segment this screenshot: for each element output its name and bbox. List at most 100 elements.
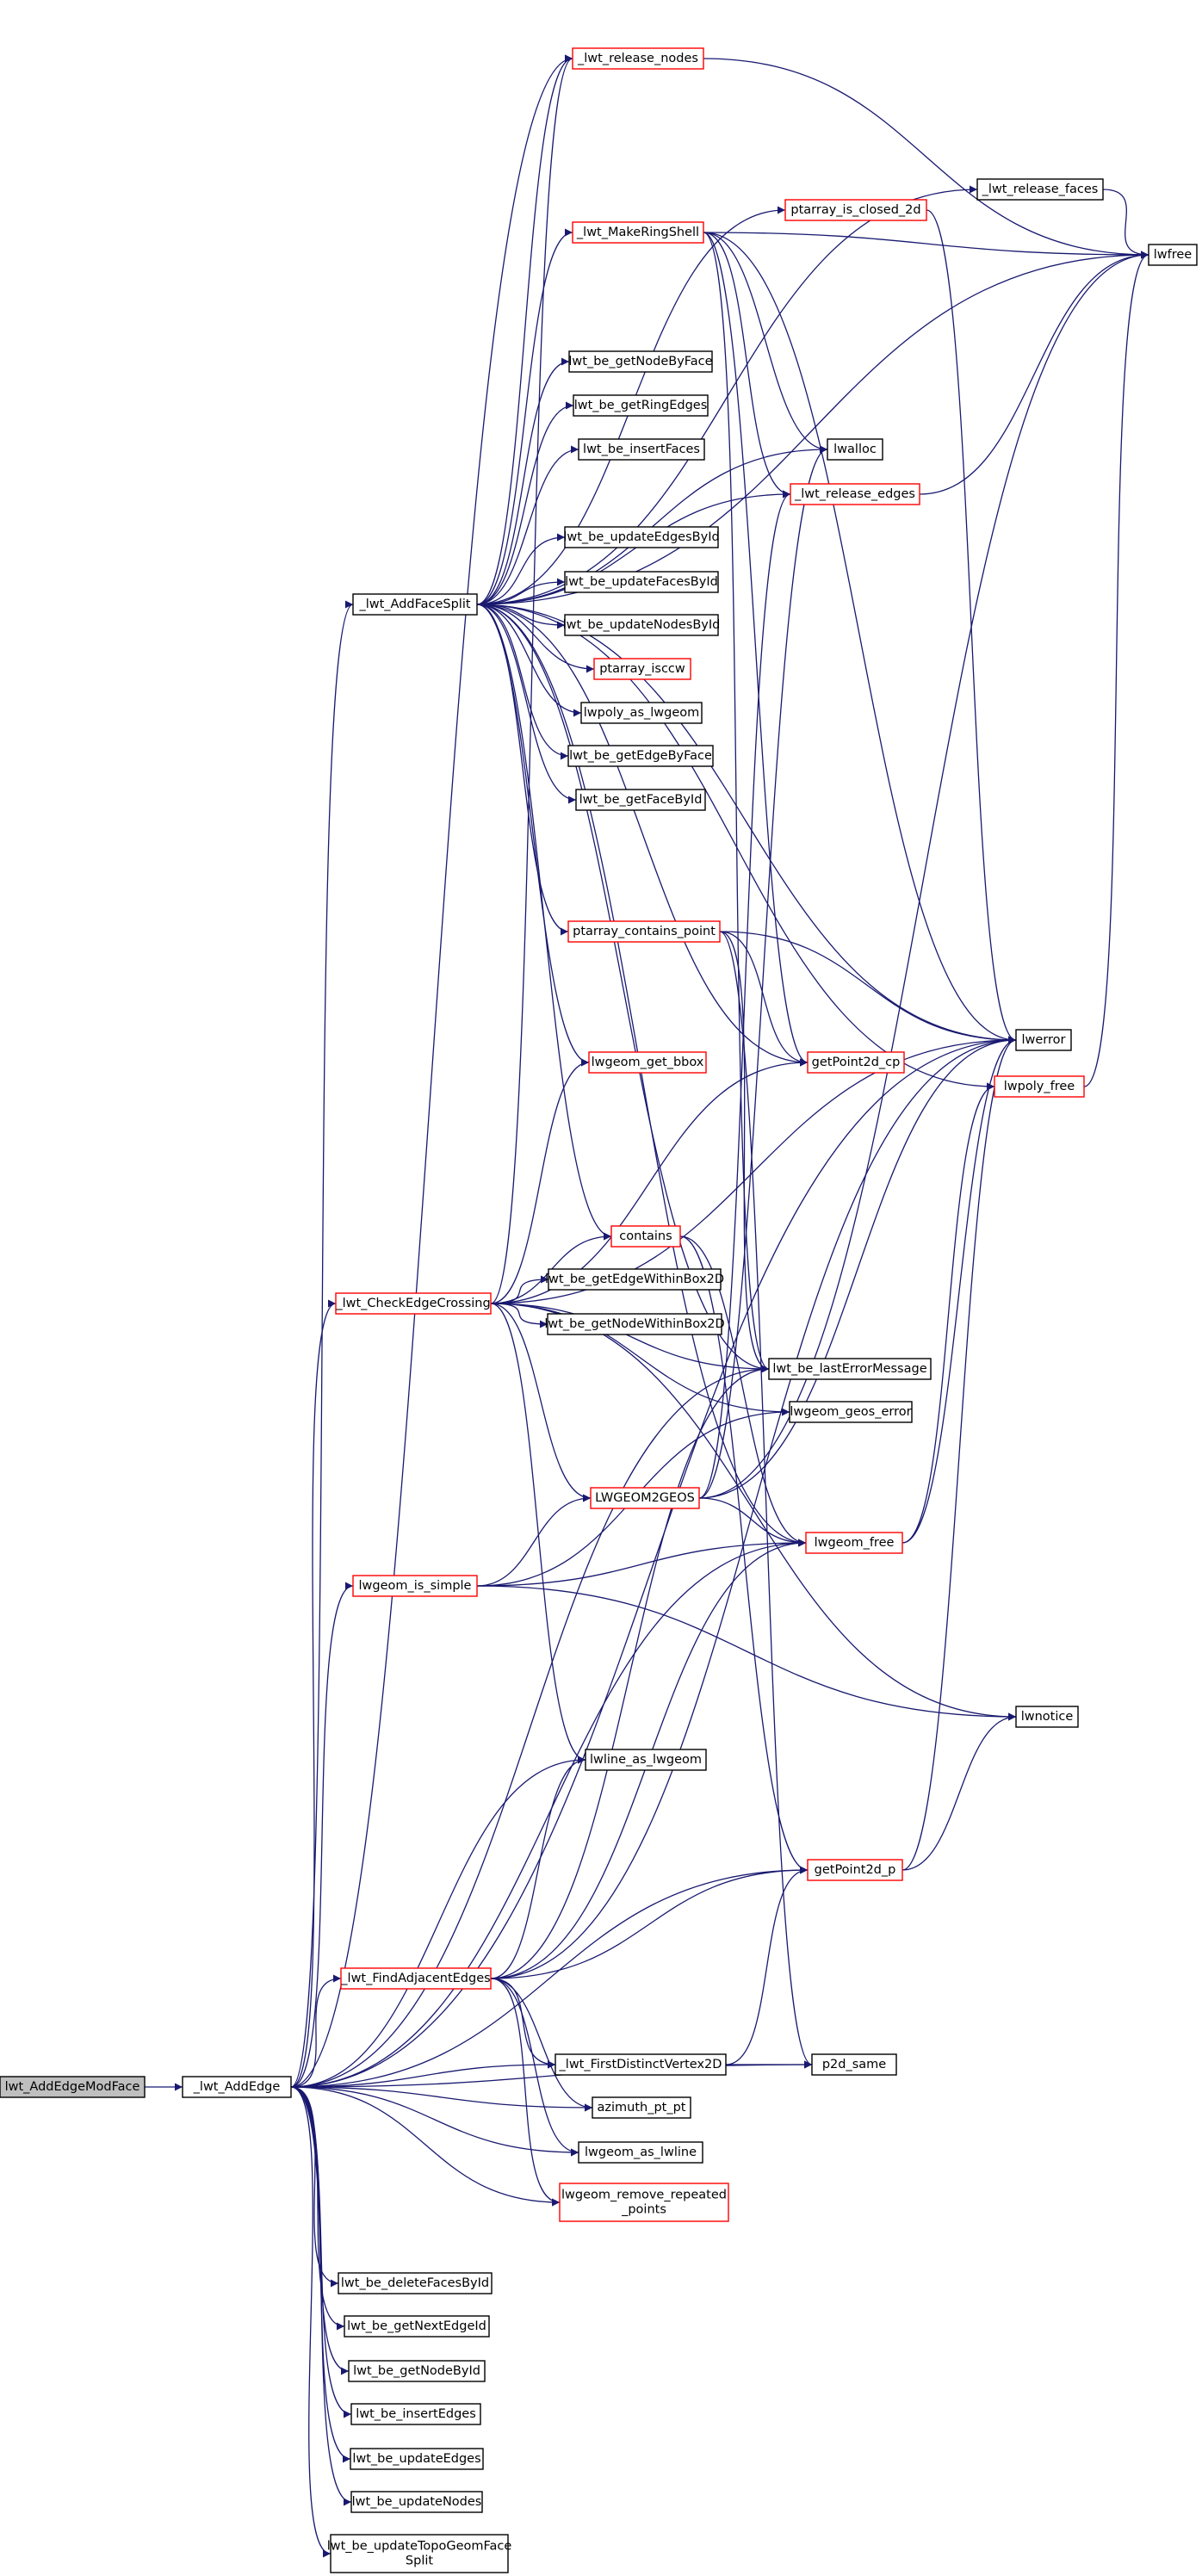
node-lwt-find-adjacent-edges[interactable]: _lwt_FindAdjacentEdges bbox=[340, 1967, 492, 1990]
node-ptarray-contains-point[interactable]: ptarray_contains_point bbox=[567, 920, 721, 943]
node-label: _lwt_FirstDistinctVertex2D bbox=[559, 2058, 722, 2071]
node-box bbox=[578, 2141, 703, 2164]
node-lwerror[interactable]: lwerror bbox=[1015, 1029, 1072, 1051]
node-lwt-be-get-ring-edges[interactable]: lwt_be_getRingEdges bbox=[573, 394, 709, 417]
node-lwt-be-last-error-message[interactable]: lwt_be_lastErrorMessage bbox=[768, 1358, 932, 1380]
node-lwt-add-face-split[interactable]: _lwt_AddFaceSplit bbox=[352, 593, 478, 616]
node-lwalloc[interactable]: lwalloc bbox=[827, 438, 883, 461]
node-label: lwt_be_updateEdges bbox=[352, 2452, 480, 2466]
node-lwt-be-update-edges-by-id[interactable]: lwt_be_updateEdgesById bbox=[563, 526, 720, 548]
node-label: _points bbox=[621, 2203, 666, 2217]
node-lwt-add-edge[interactable]: _lwt_AddEdge bbox=[182, 2076, 292, 2098]
node-box bbox=[578, 438, 705, 461]
call-edge-get-point2d-p-to-lwerror bbox=[901, 1036, 1017, 1871]
node-label: ptarray_isccw bbox=[599, 662, 685, 676]
call-edge-lwt-add-face-split-to-lwt-release-nodes bbox=[476, 54, 573, 605]
node-label: lwt_be_updateFacesById bbox=[565, 575, 718, 589]
node-box bbox=[1015, 1029, 1072, 1051]
node-label: _lwt_MakeRingShell bbox=[576, 226, 699, 239]
node-box bbox=[350, 2491, 483, 2513]
node-ptarray-isccw[interactable]: ptarray_isccw bbox=[593, 658, 691, 680]
call-edge-lwt-find-adjacent-edges-to-lwerror bbox=[490, 1036, 1017, 1979]
node-box bbox=[768, 1358, 932, 1380]
node-label: _lwt_release_faces bbox=[982, 183, 1099, 196]
call-edge-lwt-release-edges-to-lwfree bbox=[919, 251, 1149, 495]
node-azimuth-pt-pt[interactable]: azimuth_pt_pt bbox=[592, 2096, 691, 2119]
node-lwgeom-as-lwline[interactable]: lwgeom_as_lwline bbox=[578, 2141, 703, 2164]
node-box bbox=[1148, 244, 1198, 266]
node-lwt-check-edge-crossing[interactable]: _lwt_CheckEdgeCrossing bbox=[335, 1292, 492, 1315]
call-edge-lwt-make-ring-shell-to-lwfree bbox=[703, 232, 1149, 259]
node-lwt-be-insert-faces[interactable]: lwt_be_insertFaces bbox=[578, 438, 705, 461]
node-lwt-make-ring-shell[interactable]: _lwt_MakeRingShell bbox=[572, 221, 704, 244]
edges-layer bbox=[145, 54, 1149, 2558]
call-edge-lwgeom-is-simple-to-lwgeom2-geos bbox=[476, 1494, 592, 1587]
node-lwnotice[interactable]: lwnotice bbox=[1015, 1706, 1079, 1728]
node-label: lwfree bbox=[1154, 248, 1193, 262]
node-lwt-release-nodes[interactable]: _lwt_release_nodes bbox=[572, 47, 704, 70]
node-lwt-be-update-faces-by-id[interactable]: lwt_be_updateFacesById bbox=[564, 571, 719, 593]
node-lwgeom-is-simple[interactable]: lwgeom_is_simple bbox=[352, 1575, 478, 1597]
node-box bbox=[340, 1967, 492, 1990]
node-box bbox=[590, 1487, 700, 1509]
node-lwt-be-update-nodes-by-id[interactable]: lwt_be_updateNodesById bbox=[563, 614, 721, 636]
node-lwt-release-faces[interactable]: _lwt_release_faces bbox=[976, 178, 1104, 201]
call-edge-contains-to-lwgeom-free bbox=[679, 1235, 807, 1547]
node-lwt-be-get-node-within-box2-d[interactable]: lwt_be_getNodeWithinBox2D bbox=[544, 1313, 725, 1335]
node-lwgeom-geos-error[interactable]: lwgeom_geos_error bbox=[789, 1401, 913, 1423]
node-lwfree[interactable]: lwfree bbox=[1148, 244, 1198, 266]
node-label: lwt_be_getNextEdgeId bbox=[347, 2319, 486, 2333]
node-lwt-be-get-face-by-id[interactable]: lwt_be_getFaceById bbox=[575, 789, 706, 811]
call-edge-lwt-add-edge-to-lwt-be-insert-edges bbox=[290, 2086, 352, 2418]
node-box bbox=[811, 2053, 897, 2076]
node-label: lwgeom_remove_repeated bbox=[561, 2189, 727, 2202]
node-lwt-be-get-edge-by-face[interactable]: lwt_be_getEdgeByFace bbox=[567, 745, 714, 767]
node-lwpoly-free[interactable]: lwpoly_free bbox=[994, 1075, 1085, 1098]
node-lwline-as-lwgeom[interactable]: lwline_as_lwgeom bbox=[585, 1749, 707, 1771]
node-get-point2d-cp[interactable]: getPoint2d_cp bbox=[807, 1051, 905, 1074]
node-label: Split bbox=[406, 2554, 433, 2568]
node-label: lwgeom_free bbox=[815, 1536, 895, 1550]
call-edge-lwt-add-face-split-to-lwerror bbox=[476, 604, 1017, 1044]
node-lwpoly-as-lwgeom[interactable]: lwpoly_as_lwgeom bbox=[580, 702, 703, 724]
call-edge-lwt-add-edge-to-lwgeom-free bbox=[290, 1539, 807, 2088]
call-edge-lwt-check-edge-crossing-to-get-point2d-cp bbox=[490, 1058, 809, 1304]
node-lwt-be-delete-faces-by-id[interactable]: lwt_be_deleteFacesById bbox=[338, 2272, 493, 2294]
node-box bbox=[335, 1292, 492, 1315]
node-contains[interactable]: contains bbox=[610, 1225, 681, 1248]
node-lwt-release-edges[interactable]: _lwt_release_edges bbox=[790, 483, 920, 505]
call-edge-ptarray-contains-point-to-p2d-same bbox=[719, 931, 813, 2069]
node-label: getPoint2d_cp bbox=[812, 1056, 901, 1069]
nodes-layer: lwt_AddEdgeModFace_lwt_AddEdge_lwt_AddFa… bbox=[0, 47, 1198, 2573]
node-label: contains bbox=[619, 1229, 672, 1243]
node-box bbox=[352, 1575, 478, 1597]
node-box bbox=[547, 1313, 722, 1335]
node-box bbox=[572, 221, 704, 244]
node-lwt-be-update-nodes[interactable]: lwt_be_updateNodes bbox=[350, 2491, 483, 2513]
call-edge-lwt-add-edge-to-lwt-add-face-split bbox=[290, 600, 354, 2088]
call-edge-lwt-add-face-split-to-ptarray-contains-point bbox=[476, 604, 569, 936]
node-lwt-be-insert-edges[interactable]: lwt_be_insertEdges bbox=[350, 2403, 481, 2425]
node-lwt-be-get-node-by-face[interactable]: lwt_be_getNodeByFace bbox=[568, 350, 713, 373]
node-label: azimuth_pt_pt bbox=[598, 2101, 686, 2115]
node-label: ptarray_contains_point bbox=[573, 925, 716, 938]
node-p2d-same[interactable]: p2d_same bbox=[811, 2053, 897, 2076]
node-lwgeom-remove-repeated-points[interactable]: lwgeom_remove_repeated_points bbox=[559, 2183, 729, 2222]
node-lwt-be-get-edge-within-box2-d[interactable]: lwt_be_getEdgeWithinBox2D bbox=[545, 1268, 724, 1291]
node-lwt-be-get-next-edge-id[interactable]: lwt_be_getNextEdgeId bbox=[344, 2315, 490, 2338]
node-box bbox=[1015, 1706, 1079, 1728]
node-get-point2d-p[interactable]: getPoint2d_p bbox=[807, 1859, 903, 1881]
node-lwt-be-update-edges[interactable]: lwt_be_updateEdges bbox=[350, 2448, 484, 2470]
node-ptarray-is-closed-2d[interactable]: ptarray_is_closed_2d bbox=[784, 199, 927, 221]
node-box bbox=[585, 1749, 707, 1771]
node-lwt-be-get-node-by-id[interactable]: lwt_be_getNodeById bbox=[348, 2360, 486, 2382]
node-lwgeom-free[interactable]: lwgeom_free bbox=[805, 1532, 903, 1554]
node-label: lwt_be_deleteFacesById bbox=[341, 2276, 489, 2290]
node-lwgeom-get-bbox[interactable]: lwgeom_get_bbox bbox=[588, 1051, 707, 1074]
node-lwgeom2-geos[interactable]: LWGEOM2GEOS bbox=[590, 1487, 700, 1509]
call-edge-lwt-add-edge-to-lwt-find-adjacent-edges bbox=[290, 1974, 342, 2088]
call-edge-lwt-add-edge-to-lwt-be-update-nodes bbox=[290, 2086, 352, 2506]
call-edge-lwt-add-edge-to-lwt-be-update-topo-geom-face-split bbox=[290, 2086, 331, 2558]
node-lwt-first-distinct-vertex2-d[interactable]: _lwt_FirstDistinctVertex2D bbox=[555, 2053, 727, 2076]
